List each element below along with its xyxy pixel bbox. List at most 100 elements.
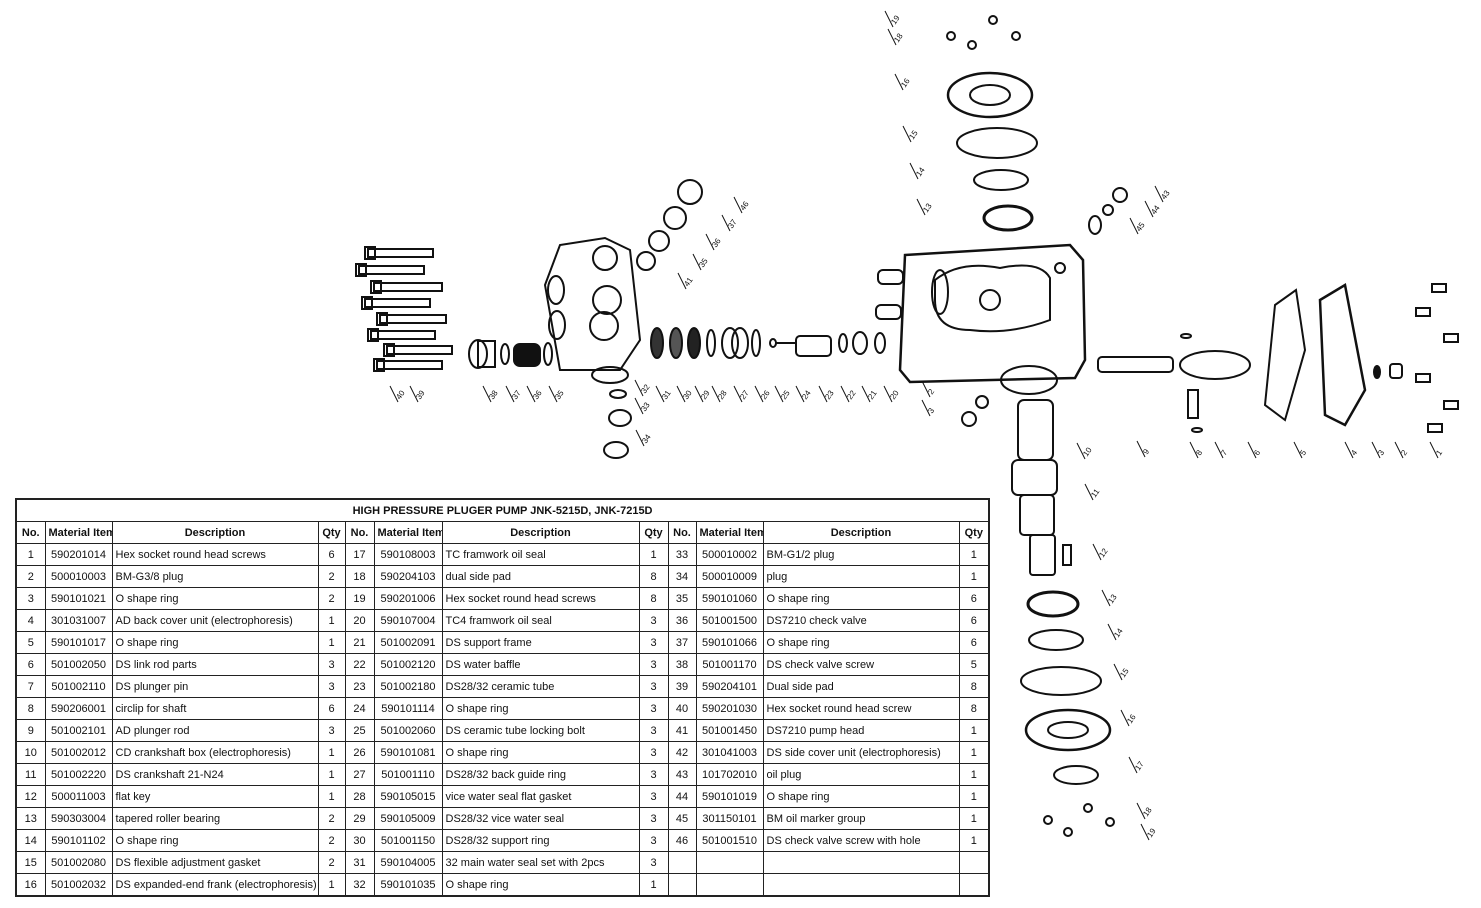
cell-qty: 1 (958, 719, 990, 742)
cell-material: 501002091 (373, 631, 443, 654)
cell-description: DS ceramic tube locking bolt (441, 719, 640, 742)
cell-no: 12 (15, 785, 46, 808)
cell-qty: 6 (958, 631, 990, 654)
cell-description: O shape ring (762, 587, 960, 610)
cell-description: O shape ring (111, 587, 319, 610)
cell-qty: 3 (638, 675, 669, 698)
cell-description: Hex socket round head screw (762, 697, 960, 720)
column-header-no: No. (344, 521, 375, 544)
table-title: HIGH PRESSURE PLUGER PUMP JNK-5215D, JNK… (15, 498, 990, 522)
cell-no: 20 (344, 609, 375, 632)
cell-material: 501002012 (44, 741, 113, 764)
cell-material: 500010003 (44, 565, 113, 588)
cell-qty: 3 (317, 653, 346, 676)
column-header-description: Description (111, 521, 319, 544)
cell-no: 5 (15, 631, 46, 654)
cell-material: 590101102 (44, 829, 113, 852)
cell-no: 26 (344, 741, 375, 764)
cell-no: 39 (667, 675, 697, 698)
cell-qty: 3 (317, 719, 346, 742)
cell-material: 501002032 (44, 873, 113, 897)
leader-line (921, 399, 931, 417)
cell-no: 2 (15, 565, 46, 588)
leader-line (694, 385, 704, 403)
cell-description: oil plug (762, 763, 960, 786)
cell-material: 590101017 (44, 631, 113, 654)
cell-material: 590101019 (695, 785, 764, 808)
cell-description: Hex socket round head screws (111, 543, 319, 566)
leader-line (1140, 823, 1150, 841)
leader-line (634, 397, 644, 415)
leader-line (692, 253, 702, 271)
cell-no: 18 (344, 565, 375, 588)
cell-no: 21 (344, 631, 375, 654)
cell-description: AD back cover unit (electrophoresis) (111, 609, 319, 632)
cell-qty: 3 (638, 763, 669, 786)
cell-material (695, 873, 764, 897)
cell-material: 501002110 (44, 675, 113, 698)
cell-description: DS28/32 vice water seal (441, 807, 640, 830)
cell-no: 17 (344, 543, 375, 566)
cell-qty: 1 (317, 873, 346, 897)
cell-description: O shape ring (441, 697, 640, 720)
cell-qty: 1 (958, 763, 990, 786)
callout-number: 9 (1141, 447, 1151, 456)
cell-qty: 3 (638, 653, 669, 676)
leader-line (1371, 441, 1381, 459)
leader-line (818, 385, 828, 403)
cell-qty: 3 (638, 851, 669, 874)
leader-line (774, 385, 784, 403)
leader-line (1429, 441, 1439, 459)
cell-no: 27 (344, 763, 375, 786)
cell-description: O shape ring (111, 829, 319, 852)
cell-no: 46 (667, 829, 697, 852)
cell-material: 590206001 (44, 697, 113, 720)
cell-description: TC4 framwork oil seal (441, 609, 640, 632)
cell-material: 590101114 (373, 697, 443, 720)
cell-description: DS check valve screw (762, 653, 960, 676)
crankshaft-icon (1011, 399, 1072, 576)
cell-qty (958, 851, 990, 874)
cell-material: 501002120 (373, 653, 443, 676)
leader-line (711, 385, 721, 403)
cell-no: 40 (667, 697, 697, 720)
cell-description: DS28/32 ceramic tube (441, 675, 640, 698)
leader-line (754, 385, 764, 403)
cell-qty: 8 (638, 565, 669, 588)
pump-head-icon (543, 236, 642, 384)
cell-no: 7 (15, 675, 46, 698)
cell-material: 501002050 (44, 653, 113, 676)
leader-line (894, 73, 904, 91)
cell-no: 13 (15, 807, 46, 830)
leader-line (921, 380, 931, 398)
cell-description: DS crankshaft 21-N24 (111, 763, 319, 786)
cell-material: 590108003 (373, 543, 443, 566)
cell-description: DS water baffle (441, 653, 640, 676)
cell-material: 500010009 (695, 565, 764, 588)
cell-no: 19 (344, 587, 375, 610)
cell-material: 590101035 (373, 873, 443, 897)
cell-qty: 3 (638, 697, 669, 720)
leader-line (655, 385, 665, 403)
cell-material: 501002180 (373, 675, 443, 698)
column-header-material: Material Item (373, 521, 443, 544)
cell-no: 41 (667, 719, 697, 742)
cell-no: 45 (667, 807, 697, 830)
leader-line (909, 162, 919, 180)
cell-material: 590105015 (373, 785, 443, 808)
cell-no: 15 (15, 851, 46, 874)
leader-line (721, 214, 731, 232)
cell-no: 23 (344, 675, 375, 698)
leader-line (1084, 483, 1094, 501)
leader-line (677, 272, 687, 290)
leader-line (1144, 200, 1154, 218)
cell-description: CD crankshaft box (electrophoresis) (111, 741, 319, 764)
cell-qty: 1 (958, 543, 990, 566)
leader-line (902, 125, 912, 143)
